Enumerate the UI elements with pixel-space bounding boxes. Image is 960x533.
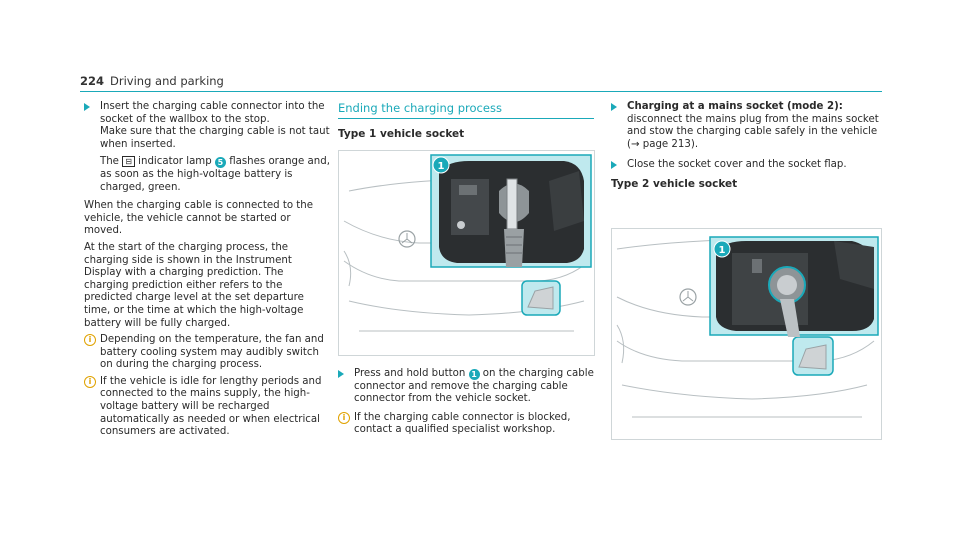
note: i If the charging cable connector is blo… — [338, 411, 594, 437]
section-title: Ending the charging process — [338, 101, 502, 115]
step-arrow-icon — [611, 161, 617, 170]
info-icon: i — [84, 375, 96, 388]
page-number: 224 — [80, 74, 105, 88]
figure-callout-1: 1 — [719, 245, 726, 256]
section-name: Driving and parking — [110, 74, 224, 88]
column-right: Charging at a mains socket (mode 2): dis… — [611, 101, 883, 201]
step-text-2: Make sure that the charging cable is not… — [100, 126, 330, 150]
page-header: 224 Driving and parking — [80, 74, 224, 88]
info-icon: i — [338, 411, 350, 424]
instruction-step: Press and hold button 1 on the charging … — [338, 368, 594, 406]
step-arrow-icon — [338, 370, 344, 378]
callout-badge: 5 — [214, 157, 226, 169]
column-middle: Ending the charging process Type 1 vehic… — [338, 101, 594, 150]
step-text: Close the socket cover and the socket fl… — [627, 159, 847, 171]
info-icon: i — [84, 334, 96, 347]
car-rear-illustration: 1 — [616, 236, 879, 418]
subheading: Type 1 vehicle socket — [338, 127, 465, 140]
figure-callout-1: 1 — [438, 161, 445, 172]
section-divider — [338, 117, 594, 119]
column-left: Insert the charging cable connector into… — [84, 101, 330, 443]
step-text: Insert the charging cable connector into… — [100, 101, 325, 125]
lamp-text: The ⊟ indicator lamp 5 flashes orange an… — [100, 156, 330, 193]
note: i Depending on the temperature, the fan … — [84, 334, 330, 372]
instruction-step: Insert the charging cable connector into… — [84, 101, 330, 194]
step-arrow-icon — [611, 103, 617, 111]
header-divider — [80, 91, 882, 92]
paragraph: When the charging cable is connected to … — [84, 200, 314, 237]
column-middle-lower: Press and hold button 1 on the charging … — [338, 368, 594, 441]
instruction-step: Charging at a mains socket (mode 2): dis… — [611, 101, 883, 151]
step-arrow-icon — [84, 103, 90, 111]
battery-plug-icon: ⊟ — [122, 156, 135, 168]
note: i If the vehicle is idle for lengthy per… — [84, 375, 330, 439]
step-text: Charging at a mains socket (mode 2): dis… — [627, 101, 879, 150]
figure-type1-socket: 1 — [338, 150, 595, 356]
paragraph: At the start of the charging process, th… — [84, 241, 304, 329]
subheading: Type 2 vehicle socket — [611, 177, 738, 190]
figure-type2-socket: 1 — [611, 228, 882, 440]
instruction-step: Close the socket cover and the socket fl… — [611, 159, 883, 172]
callout-badge: 1 — [468, 369, 480, 380]
step-text: Press and hold button 1 on the charging … — [354, 368, 594, 405]
car-rear-illustration: 1 — [343, 154, 592, 332]
